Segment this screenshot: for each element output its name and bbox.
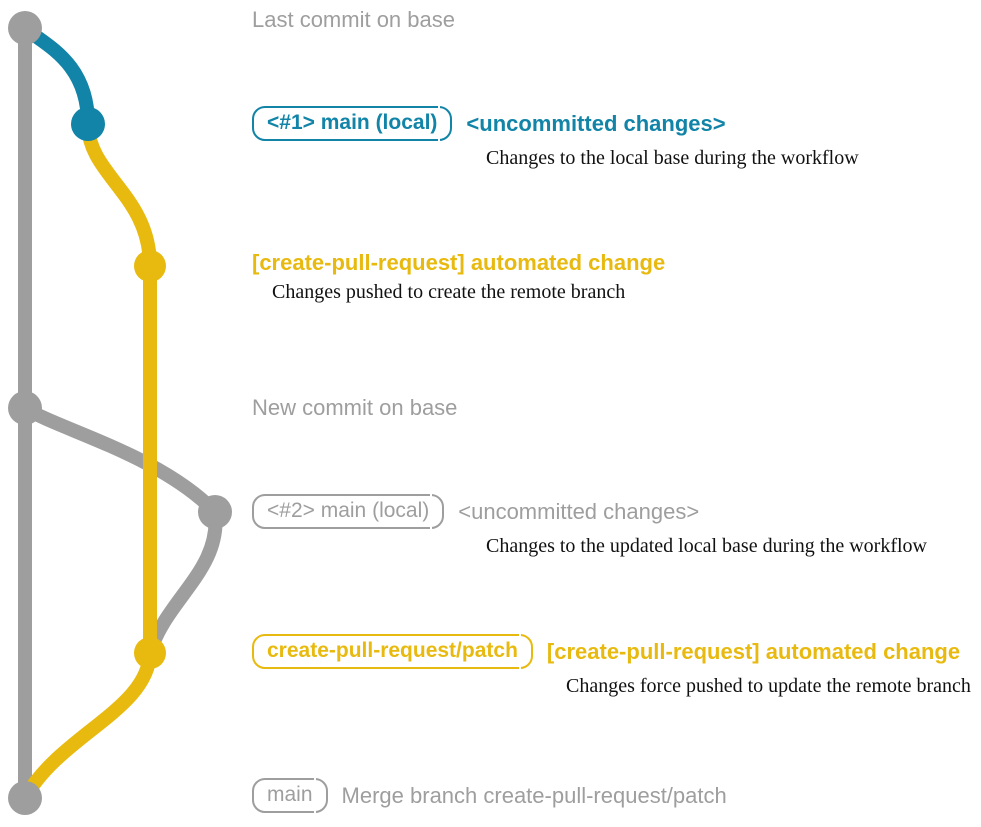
commit-description: Changes force pushed to update the remot… <box>566 675 971 697</box>
node-local-1[interactable] <box>71 107 105 141</box>
commit-row-last-commit-on-base: Last commit on base <box>252 8 455 32</box>
commit-row-merge-commit: main Merge branch create-pull-request/pa… <box>252 778 727 813</box>
row-head: <#2> main (local) <uncommitted changes> <box>252 494 927 529</box>
node-base-1[interactable] <box>8 11 42 45</box>
commit-subject: Merge branch create-pull-request/patch <box>341 782 727 808</box>
commit-subject: [create-pull-request] automated change <box>252 250 666 275</box>
commit-description: Changes to the local base during the wor… <box>486 147 859 169</box>
commit-subject: Last commit on base <box>252 7 455 32</box>
row-head: Last commit on base <box>252 8 455 32</box>
row-head: [create-pull-request] automated change <box>252 251 665 275</box>
commit-row-create-pull-request-force-push: create-pull-request/patch [create-pull-r… <box>252 634 971 697</box>
node-remote-2[interactable] <box>134 637 166 669</box>
node-local-2[interactable] <box>198 495 232 529</box>
row-head: <#1> main (local) <uncommitted changes> <box>252 106 859 141</box>
commit-subject: New commit on base <box>252 395 458 420</box>
row-head: New commit on base <box>252 396 457 420</box>
node-base-2[interactable] <box>8 391 42 425</box>
ref-badge-main[interactable]: main <box>252 778 328 813</box>
commit-description: Changes to the updated local base during… <box>486 535 927 557</box>
node-remote-1[interactable] <box>134 250 166 282</box>
ref-badge-main-local-1[interactable]: <#1> main (local) <box>252 106 453 141</box>
row-head: main Merge branch create-pull-request/pa… <box>252 778 727 813</box>
commit-description: Changes pushed to create the remote bran… <box>272 281 626 303</box>
row-head: create-pull-request/patch [create-pull-r… <box>252 634 971 669</box>
commit-row-create-pull-request-push: [create-pull-request] automated change C… <box>252 251 665 304</box>
commit-row-local-1: <#1> main (local) <uncommitted changes> … <box>252 106 859 169</box>
ref-badge-main-local-2[interactable]: <#2> main (local) <box>252 494 445 529</box>
edge-remote2-to-merge <box>18 646 157 805</box>
edge-base2-to-local2 <box>18 401 222 519</box>
edge-local2-to-remote2 <box>143 505 223 660</box>
commit-subject: [create-pull-request] automated change <box>546 638 961 664</box>
commit-row-local-2: <#2> main (local) <uncommitted changes> … <box>252 494 927 557</box>
ref-badge-create-pull-request-patch[interactable]: create-pull-request/patch <box>252 634 533 669</box>
commit-subject: <uncommitted changes> <box>458 498 700 524</box>
commit-row-new-commit-on-base: New commit on base <box>252 396 457 420</box>
commit-subject: <uncommitted changes> <box>466 110 726 136</box>
node-merge[interactable] <box>8 781 42 815</box>
